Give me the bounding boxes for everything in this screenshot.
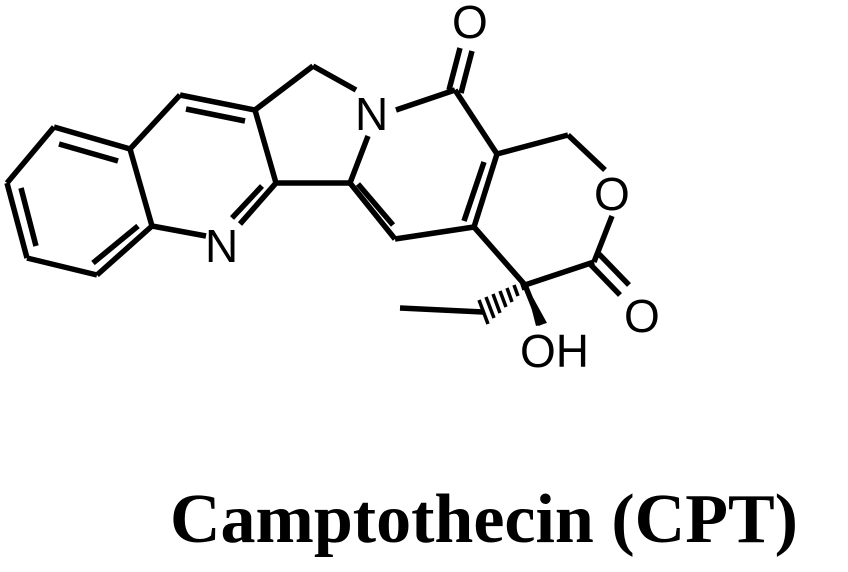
pyridine-ring xyxy=(127,92,279,239)
bond-double-inner xyxy=(355,182,396,227)
atom-o-carbonyl: O xyxy=(624,290,660,342)
bond xyxy=(471,225,528,287)
bond-carbonyl xyxy=(597,252,631,287)
bond xyxy=(591,214,615,264)
bond xyxy=(4,125,57,185)
bond xyxy=(394,224,475,242)
bond-double-inner xyxy=(58,141,119,164)
bond xyxy=(253,63,315,113)
atom-o-ketone: O xyxy=(452,0,488,48)
bond xyxy=(26,255,98,278)
pyridone-ring xyxy=(347,47,500,242)
bond xyxy=(127,93,183,151)
bold-wedge-bond xyxy=(525,283,547,326)
benzene-ring xyxy=(4,124,155,278)
lactone-ring xyxy=(471,132,631,327)
bond xyxy=(452,88,500,156)
bond xyxy=(127,148,155,227)
bond xyxy=(524,259,595,288)
bond xyxy=(179,92,256,113)
bond-carbonyl xyxy=(588,262,622,297)
molecule-name: Camptothecin (CPT) xyxy=(170,481,798,558)
atom-n-quinoline: N xyxy=(205,220,238,272)
bond-double-inner xyxy=(18,187,39,247)
bond-double-inner xyxy=(229,184,265,220)
bond xyxy=(347,135,371,184)
bond xyxy=(237,181,279,226)
bond xyxy=(151,223,207,239)
bond xyxy=(395,87,456,113)
bond-carbonyl xyxy=(446,47,463,91)
bond xyxy=(95,223,154,278)
atom-oh: OH xyxy=(520,325,589,377)
bond xyxy=(496,132,569,157)
bond xyxy=(566,133,607,172)
bond xyxy=(53,124,131,152)
atom-n-pyridone: N xyxy=(355,88,388,140)
bond-double-inner xyxy=(185,106,246,124)
bond-double-inner xyxy=(461,161,487,222)
bond xyxy=(4,182,30,259)
bond xyxy=(471,153,500,228)
bond xyxy=(252,109,279,184)
bond xyxy=(311,63,358,93)
hashed-wedge-bond xyxy=(477,280,526,325)
atom-o-lactone: O xyxy=(594,168,630,220)
pyrrole-ring xyxy=(253,63,371,186)
bond xyxy=(399,305,484,315)
bond xyxy=(347,181,398,241)
bond-double-inner xyxy=(91,223,140,266)
ethyl-group xyxy=(399,280,526,325)
bond-carbonyl xyxy=(458,50,475,94)
